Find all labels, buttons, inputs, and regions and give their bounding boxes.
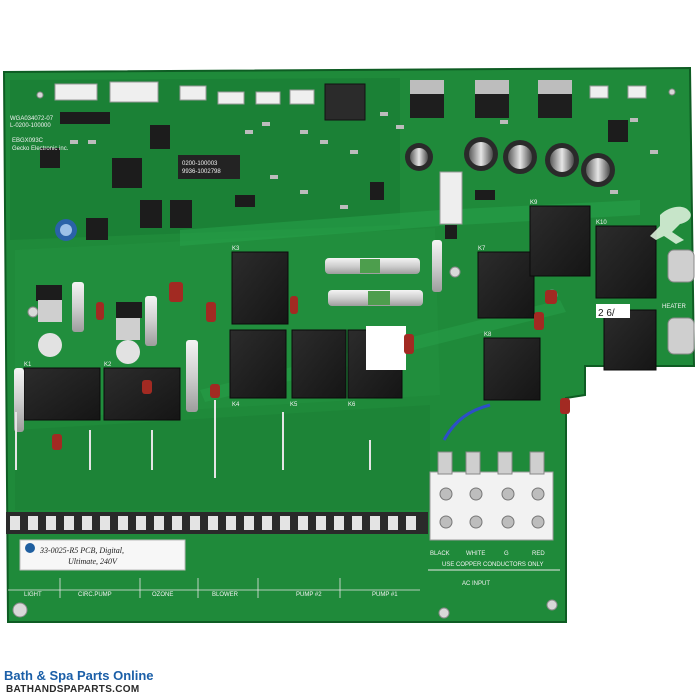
integrated-circuits [36,112,628,318]
svg-text:OZONE: OZONE [152,592,173,598]
red-film-capacitors [52,282,570,450]
relay-k4 [229,329,287,399]
svg-text:CIRC.PUMP: CIRC.PUMP [78,592,112,598]
svg-text:K1: K1 [24,362,32,368]
blue-wire [442,403,491,441]
relay-k8 [483,337,541,401]
svg-text:BLACK: BLACK [430,551,450,557]
svg-text:K7: K7 [478,246,486,252]
svg-text:PUMP #1: PUMP #1 [372,592,398,598]
ac-input-terminal-block [429,451,554,541]
power-transistors [38,300,140,364]
svg-text:K8: K8 [484,332,492,338]
svg-text:K5: K5 [290,402,298,408]
svg-text:K3: K3 [232,246,240,252]
heater-terminals [667,249,695,355]
trace-band [180,200,640,246]
relay-k1 [23,367,101,421]
board-id-2: L-0200-100000 [10,123,51,129]
chip-label-2: 9936-1002798 [182,169,221,175]
heater-label: HEATER [662,304,687,310]
section-labels: LIGHT CIRC.PUMP OZONE BLOWER PUMP #2 PUM… [24,592,398,598]
pcb-sticker [19,539,186,571]
bottom-terminal-row [6,512,428,534]
svg-text:G: G [504,551,509,557]
terminal-labels: BLACK WHITE G RED [430,551,545,557]
svg-text:PUMP #2: PUMP #2 [296,592,322,598]
section-dividers [8,578,420,598]
svg-text:WHITE: WHITE [466,551,485,557]
copper-pour-low [15,405,430,510]
top-connectors [54,81,647,121]
jumper-wires [15,400,371,478]
relays [23,205,657,421]
handwritten-note: 2 6/ [598,308,615,319]
svg-text:LIGHT: LIGHT [24,592,42,598]
gecko-emblem [650,206,691,244]
svg-text:K2: K2 [104,362,112,368]
watermark-title: Bath & Spa Parts Online [4,668,154,683]
board-maker: Gecko Electronic inc. [12,146,69,152]
relay-stickers [366,304,630,370]
relay-k10 [595,225,657,299]
voltage-regulators [410,80,572,118]
relay-k3 [231,251,289,325]
relay-k5 [291,329,347,399]
relay-labels: K3 K4 K5 K6 K7 K8 K9 K10 K1 K2 [24,200,607,408]
sticker-line-1: 33-0025-R5 PCB, Digital, [39,546,124,555]
gecko-logo [25,543,35,553]
relay-k7 [477,251,535,319]
relay-heater [603,309,657,371]
svg-text:K10: K10 [596,220,607,226]
ac-input-label: AC INPUT [462,581,490,587]
smd-components [70,112,658,209]
board-model: EBGX093C [12,138,44,144]
fuses [14,240,442,432]
svg-text:K6: K6 [348,402,356,408]
svg-text:K4: K4 [232,402,240,408]
sticker-line-2: Ultimate, 240V [68,557,118,566]
board-id-1: WGA034072-07 [10,116,54,122]
relay-k9 [529,205,591,277]
chip-label-1: 0200-100003 [182,161,218,167]
watermark-url: BATHANDSPAPARTS.COM [6,684,140,695]
svg-text:K9: K9 [530,200,538,206]
svg-text:BLOWER: BLOWER [212,592,239,598]
relay-k2 [103,367,181,421]
copper-note: USE COPPER CONDUCTORS ONLY [442,562,543,568]
electrolytic-capacitors [55,137,615,241]
svg-text:RED: RED [532,551,545,557]
